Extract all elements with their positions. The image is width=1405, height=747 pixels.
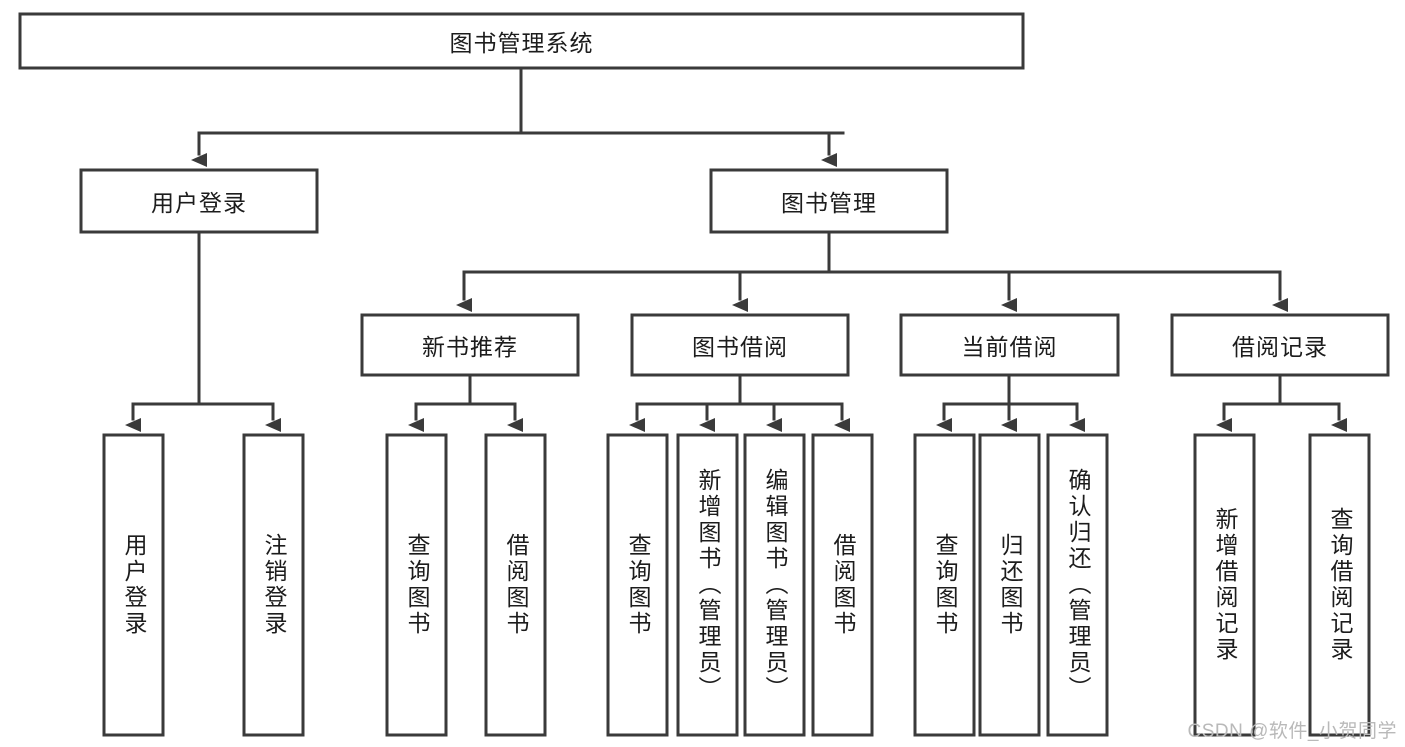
node-box-leaf-logout-login[interactable] xyxy=(242,433,305,737)
connector-bookborrow-to-leaves xyxy=(629,373,850,432)
node-box-book-borrow[interactable] xyxy=(630,313,850,377)
node-box-leaf-query-book-borrow[interactable] xyxy=(606,433,669,737)
connector-userlogin-to-leaves xyxy=(125,230,281,432)
node-box-book-management[interactable] xyxy=(709,168,949,234)
node-box-root[interactable] xyxy=(18,12,1025,70)
node-box-leaf-confirm-return-admin[interactable] xyxy=(1046,433,1109,737)
connector-bookmgmt-to-level3 xyxy=(456,230,1288,312)
connector-root-to-level2 xyxy=(191,66,845,167)
node-box-leaf-query-borrow-record[interactable] xyxy=(1308,433,1371,737)
node-box-current-borrow[interactable] xyxy=(899,313,1120,377)
node-box-leaf-edit-book-admin[interactable] xyxy=(743,433,806,737)
connector-borrowrecord-to-leaves xyxy=(1216,373,1347,432)
watermark-text: CSDN @软件_小贺同学 xyxy=(1187,721,1397,742)
connector-newbook-to-leaves xyxy=(408,373,523,432)
node-box-user-login[interactable] xyxy=(79,168,319,234)
node-box-borrow-record[interactable] xyxy=(1170,313,1390,377)
node-box-leaf-borrow-book-new[interactable] xyxy=(484,433,547,737)
node-box-leaf-query-book-current[interactable] xyxy=(913,433,976,737)
node-box-new-book-recommend[interactable] xyxy=(360,313,580,377)
node-box-leaf-borrow-book[interactable] xyxy=(811,433,874,737)
node-box-leaf-add-book-admin[interactable] xyxy=(676,433,739,737)
node-box-leaf-query-book-new[interactable] xyxy=(385,433,448,737)
node-box-leaf-return-book[interactable] xyxy=(978,433,1041,737)
connector-currentborrow-to-leaves xyxy=(936,373,1085,432)
node-box-leaf-add-borrow-record[interactable] xyxy=(1193,433,1256,737)
node-box-leaf-user-login[interactable] xyxy=(102,433,165,737)
